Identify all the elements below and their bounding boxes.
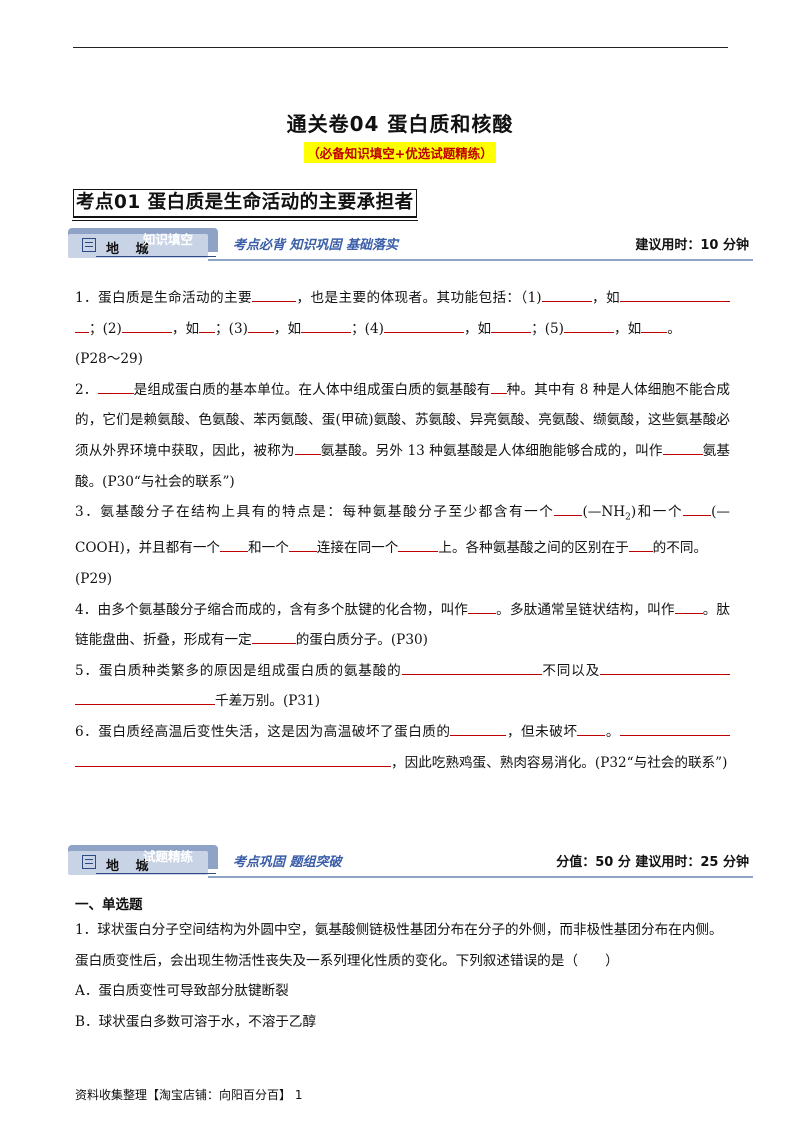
banner-dicheng: 地 城 bbox=[106, 242, 155, 257]
book-icon bbox=[82, 238, 96, 252]
question-1: 1．蛋白质是生命活动的主要，也是主要的体现者。其功能包括：（1)，如；(2)，如… bbox=[75, 283, 730, 375]
answer-blank[interactable] bbox=[251, 631, 296, 645]
answer-blank[interactable] bbox=[97, 381, 134, 394]
banner-slogan: 考点巩固 题组突破 bbox=[233, 855, 342, 870]
banner-practice: 地 城 试题精练 考点巩固 题组突破 分值：50 分 建议用时：25 分钟 bbox=[68, 845, 753, 879]
answer-blank[interactable] bbox=[577, 723, 606, 737]
answer-blank[interactable] bbox=[75, 320, 89, 333]
answer-blank[interactable] bbox=[398, 539, 439, 553]
answer-blank[interactable] bbox=[541, 289, 592, 302]
answer-blank[interactable] bbox=[294, 442, 321, 455]
answer-blank[interactable] bbox=[121, 320, 172, 333]
banner-underline bbox=[96, 256, 216, 257]
section-title: 考点01 蛋白质是生命活动的主要承担者 bbox=[72, 189, 418, 221]
banner-dicheng: 地 城 bbox=[106, 859, 155, 874]
answer-blank[interactable] bbox=[468, 601, 497, 614]
answer-blank[interactable] bbox=[554, 503, 583, 517]
question-5: 5．蛋白质种类繁多的原因是组成蛋白质的氨基酸的不同以及千差万别。(P31) bbox=[75, 656, 730, 717]
answer-blank[interactable] bbox=[288, 539, 317, 553]
question-4: 4．由多个氨基酸分子缩合而成的，含有多个肽键的化合物，叫作。多肽通常呈链状结构，… bbox=[75, 601, 731, 649]
answer-blank[interactable] bbox=[620, 723, 731, 737]
answer-blank[interactable] bbox=[401, 662, 542, 675]
answer-blank[interactable] bbox=[75, 754, 391, 767]
header-rule bbox=[73, 47, 728, 48]
answer-blank[interactable] bbox=[683, 503, 712, 517]
answer-blank[interactable] bbox=[247, 320, 274, 333]
mcq-option-a[interactable]: A．蛋白质变性可导致部分肽键断裂 bbox=[75, 983, 289, 1000]
answer-blank[interactable] bbox=[628, 539, 653, 553]
page-footer: 资料收集整理【淘宝店铺：向阳百分百】 1 bbox=[75, 1088, 303, 1102]
answer-blank[interactable] bbox=[220, 539, 249, 553]
answer-blank[interactable] bbox=[199, 320, 216, 333]
subtitle-wrap: （必备知识填空+优选试题精练） bbox=[0, 142, 800, 163]
banner-knowledge-fill: 地 城 知识填空 考点必背 知识巩固 基础落实 建议用时：10 分钟 bbox=[68, 228, 753, 262]
banner-time: 建议用时：10 分钟 bbox=[635, 238, 749, 253]
answer-blank[interactable] bbox=[491, 320, 532, 333]
banner-rule bbox=[208, 876, 753, 878]
question-2: 2．是组成蛋白质的基本单位。在人体中组成蛋白质的氨基酸有种。其中有 8 种是人体… bbox=[75, 381, 731, 490]
banner-slogan: 考点必背 知识巩固 基础落实 bbox=[233, 238, 399, 253]
answer-blank[interactable] bbox=[490, 381, 507, 394]
banner-tab-label: 知识填空 bbox=[143, 232, 194, 247]
answer-blank[interactable] bbox=[301, 320, 352, 333]
answer-blank[interactable] bbox=[383, 320, 464, 333]
answer-blank[interactable] bbox=[600, 662, 730, 675]
multiple-choice-section: 一、单选题 1．球状蛋白分子空间结构为外圆中空，氨基酸侧链极性基团分布在分子的外… bbox=[75, 895, 735, 1037]
answer-blank[interactable] bbox=[450, 723, 507, 737]
mcq-question-1: 1．球状蛋白分子空间结构为外圆中空，氨基酸侧链极性基团分布在分子的外侧，而非极性… bbox=[75, 922, 723, 969]
answer-blank[interactable] bbox=[662, 442, 703, 455]
answer-blank[interactable] bbox=[641, 320, 668, 333]
answer-blank[interactable] bbox=[674, 601, 703, 614]
mcq-option-b[interactable]: B．球状蛋白多数可溶于水，不溶于乙醇 bbox=[75, 1013, 317, 1030]
page-title: 通关卷04 蛋白质和核酸 bbox=[286, 112, 514, 136]
banner-rule bbox=[208, 259, 753, 261]
page-subtitle: （必备知识填空+优选试题精练） bbox=[304, 142, 496, 163]
banner-tab-label: 试题精练 bbox=[143, 849, 194, 864]
fill-in-questions: 1．蛋白质是生命活动的主要，也是主要的体现者。其功能包括：（1)，如；(2)，如… bbox=[75, 283, 731, 778]
question-6: 6．蛋白质经高温后变性失活，这是因为高温破坏了蛋白质的，但未破坏。，因此吃熟鸡蛋… bbox=[75, 717, 731, 778]
banner-score-time: 分值：50 分 建议用时：25 分钟 bbox=[556, 855, 749, 870]
question-3: 3．氨基酸分子在结构上具有的特点是：每种氨基酸分子至少都含有一个(—NH2)和一… bbox=[75, 503, 730, 588]
book-icon bbox=[82, 855, 96, 869]
answer-blank[interactable] bbox=[564, 320, 614, 333]
answer-blank[interactable] bbox=[252, 289, 297, 302]
answer-blank[interactable] bbox=[620, 289, 730, 302]
answer-blank[interactable] bbox=[75, 692, 215, 706]
mcq-heading: 一、单选题 bbox=[75, 897, 143, 913]
banner-underline bbox=[96, 873, 216, 874]
